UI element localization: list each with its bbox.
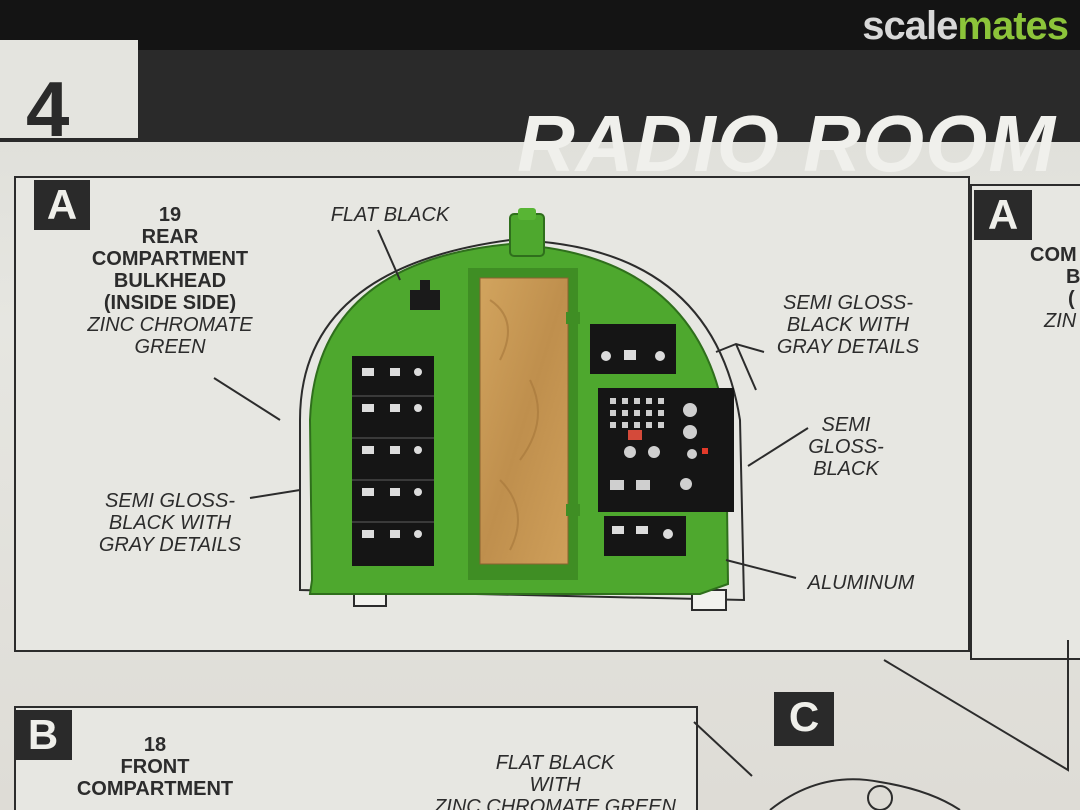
flat-black-detail: [410, 290, 440, 310]
panel-a-letter: A: [34, 180, 90, 230]
panel-b-callout: FLAT BLACK WITH ZINC CHROMATE GREEN: [434, 752, 676, 810]
part-19-label: 19 REAR COMPARTMENT BULKHEAD (INSIDE SID…: [60, 204, 280, 358]
top-tab: [509, 213, 545, 257]
top-bar: scalemates: [0, 0, 1080, 50]
door-hinge-bottom: [566, 504, 580, 516]
flat-black-detail-2: [420, 280, 430, 290]
panel-c-sketch: [769, 778, 961, 810]
watermark-logo[interactable]: scalemates: [862, 4, 1069, 49]
step-number-box: 4: [0, 40, 138, 153]
step-number: 4: [26, 65, 70, 153]
callout-semi-gloss-black: SEMI GLOSS- BLACK: [808, 414, 884, 480]
callout-semi-gloss-gray-left: SEMI GLOSS- BLACK WITH GRAY DETAILS: [98, 490, 242, 556]
header-band: RADIO ROOM: [0, 50, 1080, 188]
left-radio-stack: [352, 356, 434, 566]
panel-b-notch: [693, 721, 753, 777]
callout-aluminum: ALUMINUM: [807, 572, 915, 594]
panel-a-right: [970, 184, 1080, 660]
panel-b-letter: B: [14, 710, 72, 760]
right-bottom-box: [604, 516, 686, 556]
leader-lines: [213, 229, 809, 579]
panel-c-letter: C: [774, 692, 834, 746]
right-radio-set: [598, 388, 734, 512]
right-small-box: [590, 324, 676, 374]
callout-flat-black: FLAT BLACK: [330, 204, 450, 226]
logo-part-scale: scale: [862, 4, 958, 48]
callout-tail: [883, 640, 1069, 772]
wood-door: [479, 277, 569, 565]
logo-part-mates: mates: [957, 4, 1069, 48]
callout-semi-gloss-gray-right: SEMI GLOSS- BLACK WITH GRAY DETAILS: [776, 292, 920, 358]
panel-a-right-letter: A: [974, 190, 1032, 240]
step-title: RADIO ROOM: [517, 99, 1056, 188]
panel-b-part-label: 18 FRONT COMPARTMENT: [76, 734, 234, 800]
door-hinge-top: [566, 312, 580, 324]
part-number: 19: [158, 204, 182, 226]
panel-a-right-fragment: COM B ( ZIN: [1030, 244, 1080, 332]
wood-grain: [489, 299, 539, 551]
top-tab-knob: [518, 208, 536, 220]
